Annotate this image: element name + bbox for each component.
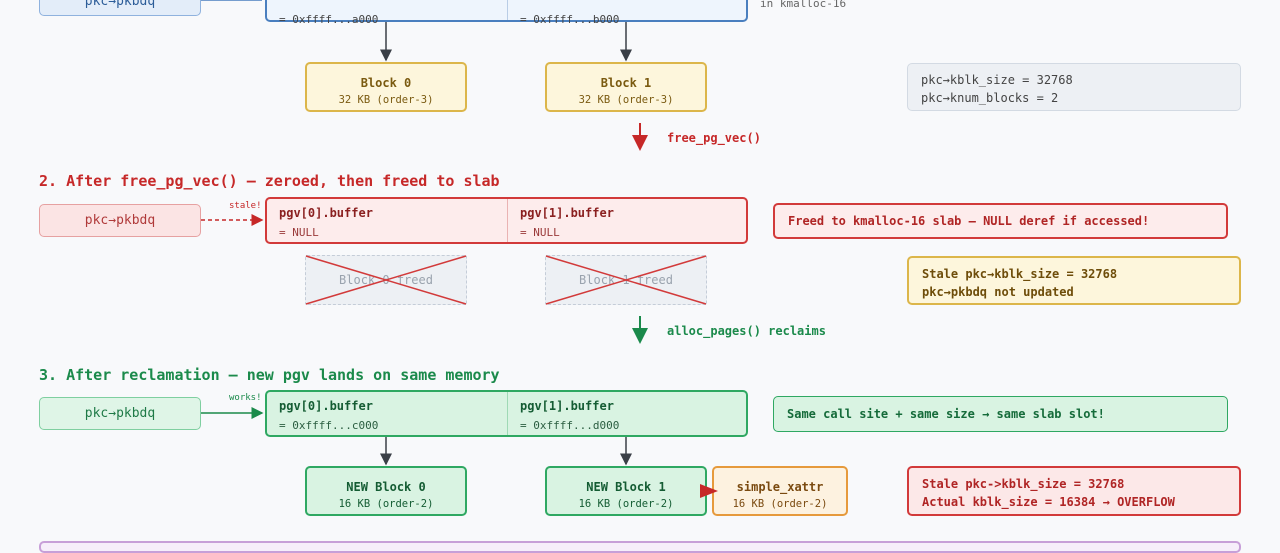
section3-overflow-box: Stale pkc->kblk_size = 32768 Actual kblk… xyxy=(907,466,1241,516)
section1-block0-title: Block 0 xyxy=(360,76,412,90)
section3-pgv-array: pgv[0].buffer = 0xffff...c000 pgv[1].buf… xyxy=(265,390,748,437)
transition2-label: alloc_pages() reclaims xyxy=(667,324,826,338)
section2-pointer-label: pkc→pkbdq xyxy=(84,213,156,228)
section3-pgv0-value: = 0xffff...c000 xyxy=(279,419,379,432)
section1-block0: Block 0 32 KB (order-3) xyxy=(305,62,467,112)
section2-pgv0-cell: pgv[0].buffer = NULL xyxy=(267,199,507,242)
section1-pgv0-cell: = 0xffff...a000 xyxy=(267,0,507,26)
section2-pgv0-value: = NULL xyxy=(279,226,319,239)
section2-pointer-box: pkc→pkbdq xyxy=(39,204,201,237)
section3-pgv0-cell: pgv[0].buffer = 0xffff...c000 xyxy=(267,392,507,435)
section2-pgv1-value: = NULL xyxy=(520,226,560,239)
section1-pgv-divider xyxy=(507,0,508,20)
section1-pgv-array: = 0xffff...a000 = 0xffff...b000 xyxy=(265,0,748,26)
section1-info-box: pkc→kblk_size = 32768 pkc→knum_blocks = … xyxy=(907,63,1241,111)
section3-pgv1-value: = 0xffff...d000 xyxy=(520,419,620,432)
section2-title: 2. After free_pg_vec() — zeroed, then fr… xyxy=(39,172,500,190)
section2-pgv0-title: pgv[0].buffer xyxy=(279,206,373,220)
section3-pointer-label: pkc→pkbdq xyxy=(84,406,156,421)
section1-pointer-box: pkc→pkbdq xyxy=(39,0,201,16)
section3-pgv0-title: pgv[0].buffer xyxy=(279,399,373,413)
section3-title: 3. After reclamation — new pgv lands on … xyxy=(39,366,500,384)
section3-block0-title: NEW Block 0 xyxy=(346,480,426,494)
section1-pgv1-cell: = 0xffff...b000 xyxy=(508,0,748,26)
section2-pgv-array: pgv[0].buffer = NULL pgv[1].buffer = NUL… xyxy=(265,197,748,244)
section3-overflow-line2: Actual kblk_size = 16384 → OVERFLOW xyxy=(922,495,1175,509)
section2-edge-label: stale! xyxy=(229,201,262,211)
section3-same-slot-note: Same call site + same size → same slab s… xyxy=(773,396,1228,432)
section1-info-line1: pkc→kblk_size = 32768 xyxy=(921,73,1073,87)
section2-stale-line2: pkc→pkbdq not updated xyxy=(922,285,1074,299)
section3-xattr-title: simple_xattr xyxy=(736,480,824,494)
section2-pgv1-cell: pgv[1].buffer = NULL xyxy=(508,199,748,242)
section3-block1: NEW Block 1 16 KB (order-2) xyxy=(545,466,707,516)
transition1-label: free_pg_vec() xyxy=(667,131,761,145)
section3-same-slot-text: Same call site + same size → same slab s… xyxy=(787,407,1105,421)
section1-block1: Block 1 32 KB (order-3) xyxy=(545,62,707,112)
section1-pgv1-value: = 0xffff...b000 xyxy=(520,13,620,26)
section2-stale-line1: Stale pkc→kblk_size = 32768 xyxy=(922,267,1118,281)
section3-block1-title: NEW Block 1 xyxy=(586,480,666,494)
section1-block1-size: 32 KB (order-3) xyxy=(578,94,674,106)
section1-block1-title: Block 1 xyxy=(600,76,652,90)
section3-pgv1-cell: pgv[1].buffer = 0xffff...d000 xyxy=(508,392,748,435)
section3-block0-size: 16 KB (order-2) xyxy=(338,498,434,510)
section2-stale-box: Stale pkc→kblk_size = 32768 pkc→pkbdq no… xyxy=(907,256,1241,305)
section3-xattr-block: simple_xattr 16 KB (order-2) xyxy=(712,466,848,516)
section2-block1-cross-b xyxy=(545,255,707,305)
section2-pgv-divider xyxy=(507,199,508,242)
section2-pgv1-title: pgv[1].buffer xyxy=(520,206,614,220)
section3-edge-label: works! xyxy=(229,393,262,403)
section3-pgv-divider xyxy=(507,392,508,435)
section2-freed-note: Freed to kmalloc-16 slab — NULL deref if… xyxy=(773,203,1228,239)
section3-block0: NEW Block 0 16 KB (order-2) xyxy=(305,466,467,516)
section1-slab-note: in kmalloc-16 xyxy=(760,0,847,10)
section2-block0-cross-b xyxy=(305,255,467,305)
section3-pgv1-title: pgv[1].buffer xyxy=(520,399,614,413)
section1-info-line2: pkc→knum_blocks = 2 xyxy=(921,91,1059,105)
section1-pgv0-value: = 0xffff...a000 xyxy=(279,13,379,26)
section3-block1-size: 16 KB (order-2) xyxy=(578,498,674,510)
section1-block0-size: 32 KB (order-3) xyxy=(338,94,434,106)
section1-pointer-label: pkc→pkbdq xyxy=(84,0,156,9)
section3-xattr-size: 16 KB (order-2) xyxy=(732,498,828,510)
section3-pointer-box: pkc→pkbdq xyxy=(39,397,201,430)
section3-overflow-arrow xyxy=(700,484,718,498)
section2-freed-note-text: Freed to kmalloc-16 slab — NULL deref if… xyxy=(788,214,1150,228)
section3-overflow-line1: Stale pkc->kblk_size = 32768 xyxy=(922,477,1125,491)
